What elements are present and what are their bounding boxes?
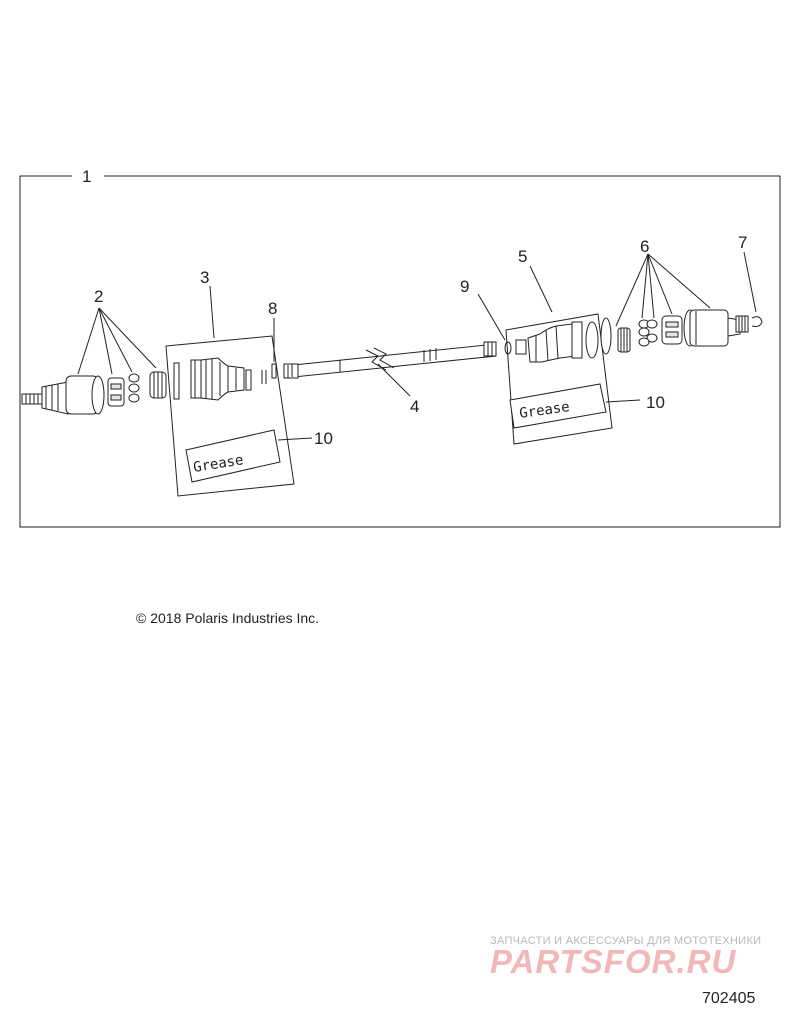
inner-cv-internals: 6 (615, 237, 711, 353)
inner-cv-housing (683, 309, 749, 347)
callout-9: 9 (460, 277, 469, 296)
boot-kit-left: 3 (165, 268, 295, 497)
callout-8: 8 (268, 299, 277, 318)
document-number: 702405 (702, 990, 756, 1007)
retaining-ring-9: 9 (460, 277, 512, 355)
watermark-logo: PARTSFOR.RU (490, 943, 737, 980)
retaining-ring-8: 8 (268, 299, 277, 379)
outer-cv-internals: 2 (77, 287, 167, 407)
callout-10-right: 10 (646, 393, 665, 412)
watermark-tagline: ЗАПЧАСТИ И АКСЕССУАРЫ ДЛЯ МОТОТЕХНИКИ (490, 935, 762, 947)
grease-pack-right: Grease 10 (509, 383, 665, 429)
grease-pack-left: Grease 10 (185, 429, 333, 483)
halfshaft: 4 (283, 341, 497, 416)
callout-3: 3 (200, 268, 209, 287)
callout-2: 2 (94, 287, 103, 306)
grease-label-right: Grease (518, 399, 570, 422)
callout-7: 7 (738, 233, 747, 252)
callout-1: 1 (82, 167, 91, 186)
outer-cv-joint (21, 375, 105, 415)
callout-10-left: 10 (314, 429, 333, 448)
callout-5: 5 (518, 247, 527, 266)
callout-4: 4 (410, 397, 419, 416)
circlip-7: 7 (738, 233, 763, 327)
grease-label-left: Grease (192, 452, 244, 476)
assembly-frame: 1 (19, 167, 781, 528)
copyright-text: © 2018 Polaris Industries Inc. (136, 610, 320, 626)
callout-6: 6 (640, 237, 649, 256)
boot-kit-right: 5 (505, 247, 613, 445)
